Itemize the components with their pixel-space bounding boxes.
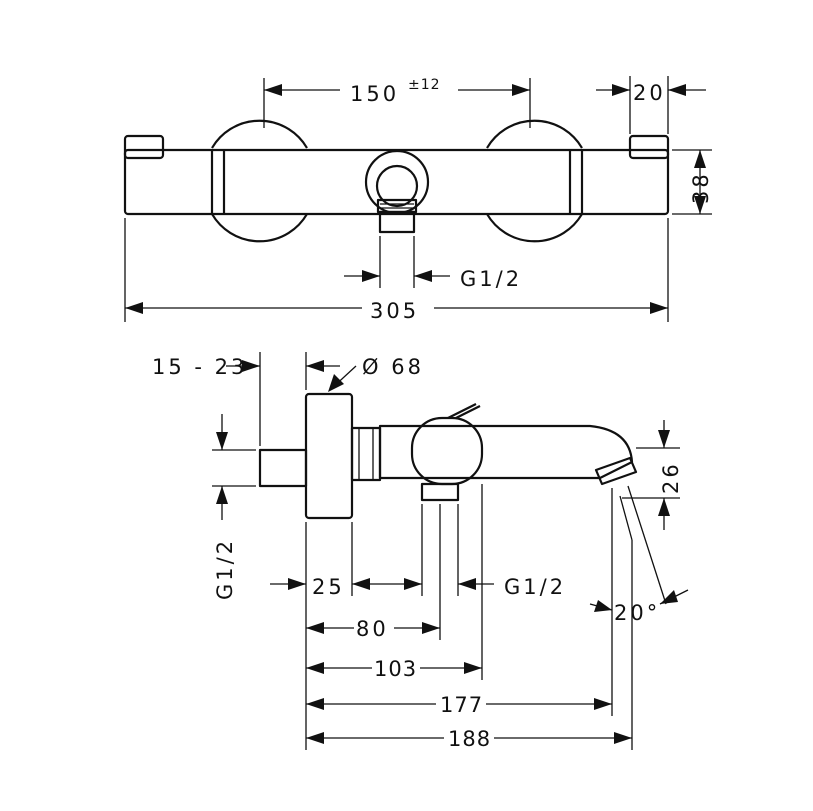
label-20: 20 [633, 81, 666, 105]
label-188: 188 [448, 727, 491, 751]
escutcheon-disc [304, 392, 354, 520]
arrow-38-bottom [694, 196, 706, 214]
diverter-knob [410, 416, 484, 486]
arrow-103-left [306, 662, 324, 674]
diverter-lever-2 [455, 405, 481, 419]
arrow-26-bottom [658, 498, 670, 516]
diverter-lever [447, 403, 477, 419]
arrow-188-right [614, 732, 632, 744]
side-view: 15 - 23 Ø 68 G1/2 26 [152, 352, 689, 751]
arrow-angle-right [660, 590, 678, 604]
union-nut [350, 426, 382, 482]
left-end-cap [123, 134, 165, 160]
label-g12-side: G1/2 [213, 538, 237, 600]
arrow-150-left [264, 84, 282, 96]
arrow-25-left [288, 578, 306, 590]
angle-spray-line [627, 485, 667, 605]
label-80: 80 [356, 617, 389, 641]
label-38: 38 [689, 171, 713, 204]
arrow-38-top [694, 150, 706, 168]
label-diameter: Ø 68 [362, 355, 424, 379]
mixer-side-body [378, 424, 634, 480]
left-escutcheon [211, 119, 308, 243]
right-escutcheon [486, 119, 583, 243]
wall-connector [258, 448, 308, 488]
hose-outlet-stem [378, 210, 416, 234]
label-150: 150 [350, 82, 399, 106]
angle-ref-line [619, 495, 633, 541]
arrow-g12-top-left [362, 270, 380, 282]
arrow-g12-side-bottom [216, 486, 228, 504]
label-177: 177 [440, 693, 483, 717]
arrow-diameter [328, 374, 344, 392]
arrow-15-23 [242, 360, 260, 372]
arrow-305-left [125, 302, 143, 314]
arrow-103-right [464, 662, 482, 674]
arrow-25-right-2 [404, 578, 422, 590]
arrow-150-right [512, 84, 530, 96]
arrow-177-right [594, 698, 612, 710]
label-angle: 20° [614, 601, 660, 625]
label-305: 305 [370, 299, 419, 323]
arrow-26-top [658, 430, 670, 448]
arrow-angle-left [594, 600, 612, 612]
arrow-20-right [668, 84, 686, 96]
hose-connector-inner [375, 164, 419, 208]
arrow-g12-bottom [458, 578, 476, 590]
arrow-20-left [612, 84, 630, 96]
spout-aerator [594, 456, 638, 486]
outlet-nut [420, 482, 460, 502]
arrow-305-right [650, 302, 668, 314]
arrow-188-left [306, 732, 324, 744]
label-g12-bottom: G1/2 [504, 575, 566, 599]
label-25: 25 [312, 575, 345, 599]
arrow-177-left [306, 698, 324, 710]
arrow-80-right [422, 622, 440, 634]
arrow-g12-side-top [216, 432, 228, 450]
arrow-80-left [306, 622, 324, 634]
label-26: 26 [659, 461, 683, 494]
label-15-23: 15 - 23 [152, 355, 247, 379]
top-view: 150 ±12 20 38 G1/2 305 [123, 76, 713, 323]
label-g12-top: G1/2 [460, 267, 522, 291]
right-end-cap [628, 134, 670, 160]
label-103: 103 [374, 657, 417, 681]
label-150-tolerance: ±12 [408, 77, 441, 93]
arrow-25-right [352, 578, 370, 590]
arrow-g12-top-right [414, 270, 432, 282]
